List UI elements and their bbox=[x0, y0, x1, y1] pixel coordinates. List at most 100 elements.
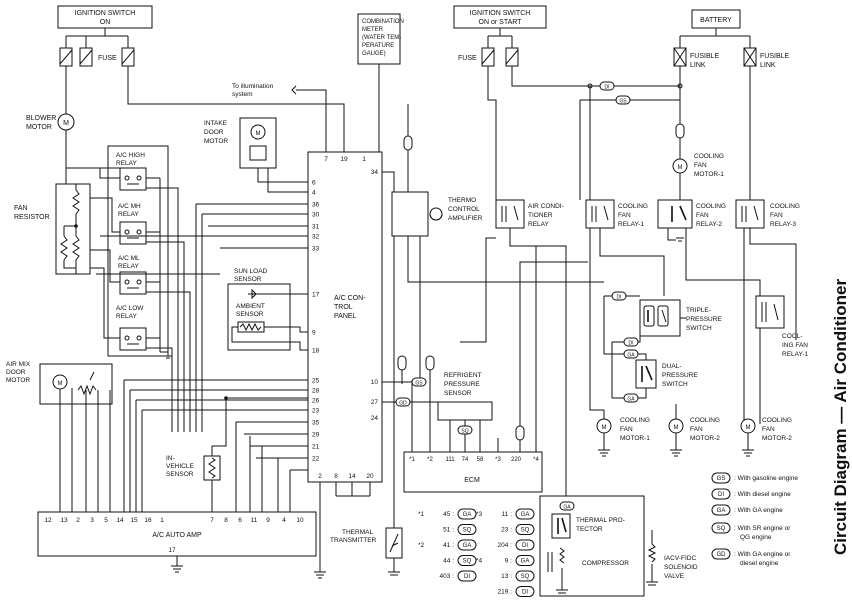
thermal-tx-label-2: TRANSMITTER bbox=[330, 537, 377, 544]
amp-pin-1: 1 bbox=[160, 517, 164, 524]
panel-pin-left-17: 17 bbox=[312, 292, 320, 299]
panel-pin-left-32: 32 bbox=[312, 234, 320, 241]
cfm2a-m: M bbox=[674, 425, 679, 431]
legend-code-box bbox=[711, 472, 731, 484]
panel-pin-left-29: 29 bbox=[312, 432, 320, 439]
dual-label-2: PRESSURE bbox=[662, 372, 698, 379]
amp-pin-6: 6 bbox=[238, 517, 242, 524]
footnote-tag: DI bbox=[522, 543, 528, 549]
airmix-m: M bbox=[58, 381, 63, 387]
cfr2-label-1: COOLING bbox=[696, 203, 726, 210]
cfm1-top-label-2: FAN bbox=[694, 162, 707, 169]
panel-pin-left-9: 9 bbox=[312, 330, 316, 337]
footnote-tag-box bbox=[515, 586, 535, 597]
ign-start-label-1: IGNITION SWITCH bbox=[470, 10, 531, 17]
legend-text: : With SR engine or bbox=[734, 525, 791, 532]
panel-pin-left-26: 26 bbox=[312, 398, 320, 405]
panel-label-2: TROL bbox=[334, 304, 353, 311]
footnote-tag-box bbox=[515, 539, 535, 551]
ac-low-label-2: RELAY bbox=[116, 313, 137, 320]
amp-pin-11: 11 bbox=[251, 517, 258, 524]
ac-low-relay bbox=[119, 327, 147, 351]
ac-control-panel bbox=[307, 151, 383, 483]
footnote-tag-box bbox=[457, 524, 477, 535]
tag-gs-ecm: GS bbox=[415, 381, 423, 387]
tag-ga-prot: GA bbox=[563, 505, 571, 511]
footnote-tag-box bbox=[515, 508, 535, 520]
cfr3-label-2: FAN bbox=[770, 212, 783, 219]
ambient-label-1: AMBIENT bbox=[236, 303, 265, 310]
footnote-tag: SQ bbox=[463, 559, 472, 565]
tag-gd-ecm: GD bbox=[399, 401, 407, 407]
fuse2-label: FUSE bbox=[458, 55, 477, 62]
ac-low-label-1: A/C LOW bbox=[116, 305, 144, 312]
cfm2b-label-2: FAN bbox=[762, 426, 775, 433]
panel-label-3: PANEL bbox=[334, 313, 357, 320]
fusible2-label-2: LINK bbox=[760, 62, 776, 69]
ac-mh-relay bbox=[119, 221, 147, 245]
footnote-pin: 51 : bbox=[443, 527, 454, 534]
ecm-pin-7: *4 bbox=[533, 457, 539, 463]
tag-gs-top: GS bbox=[619, 99, 627, 105]
cfm2a-label-2: FAN bbox=[690, 426, 703, 433]
battery-label: BATTERY bbox=[700, 17, 732, 24]
diagram-title: Circuit Diagram — Air Conditioner bbox=[831, 278, 850, 555]
invehicle-label-1: IN- bbox=[166, 455, 175, 462]
ambient-label-2: SENSOR bbox=[236, 311, 264, 318]
footnote-star: *4 bbox=[476, 558, 483, 565]
ign-on-label-1: IGNITION SWITCH bbox=[75, 10, 136, 17]
panel-pin-left-22: 22 bbox=[312, 456, 320, 463]
fan-resistor-label-2: RESISTOR bbox=[14, 214, 50, 221]
intake-label-3: MOTOR bbox=[204, 138, 228, 145]
legend-code-box bbox=[711, 548, 731, 560]
meter-label-3: (WATER TEM- bbox=[362, 35, 401, 41]
fusible1-label-2: LINK bbox=[690, 62, 706, 69]
amp-pin-7: 7 bbox=[210, 517, 214, 524]
footnote-tag-box bbox=[457, 570, 477, 582]
tag-di-triple: DI bbox=[617, 295, 622, 301]
amp-pin-17: 17 bbox=[168, 547, 176, 554]
footnote-pin: 45 : bbox=[443, 511, 454, 518]
invehicle-label-2: VEHICLE bbox=[166, 463, 194, 470]
cfm1-label-3: MOTOR-1 bbox=[620, 435, 650, 442]
ac-relay-label-1: AIR CONDI- bbox=[528, 203, 564, 210]
ac-relay-label-2: TIONER bbox=[528, 212, 553, 219]
ac-mh-label-2: RELAY bbox=[118, 211, 139, 218]
footnote-pin: 41 : bbox=[443, 542, 454, 549]
tag-sq-sensor: SQ bbox=[461, 429, 468, 435]
legend-code: SQ bbox=[717, 526, 726, 532]
legend-text: : With gasoline engine bbox=[734, 475, 798, 482]
illum-label-1: To illumination bbox=[232, 83, 274, 90]
ac-mh-label-1: A/C MH bbox=[118, 203, 141, 210]
footnote-tag-box bbox=[457, 555, 477, 566]
meter-label-2: METER bbox=[362, 27, 384, 33]
footnote-tag: GA bbox=[463, 512, 472, 518]
ecm-pin-2: 111 bbox=[445, 457, 455, 463]
panel-pin-left-33: 33 bbox=[312, 246, 320, 253]
airmix-label-1: AIR MIX bbox=[6, 361, 31, 368]
iacv-label-2: SOLENOID bbox=[664, 564, 698, 571]
cfr2-label-2: FAN bbox=[696, 212, 709, 219]
legend-code: GS bbox=[717, 476, 726, 482]
thermo-label-1: THERMO bbox=[448, 197, 476, 204]
footnote-tag: SQ bbox=[521, 528, 530, 534]
cfm2a-label-1: COOLING bbox=[690, 417, 720, 424]
footnote-pin: 11 : bbox=[502, 511, 513, 518]
panel-pin-left-31: 31 bbox=[312, 224, 320, 231]
panel-pin-right-27: 27 bbox=[371, 399, 379, 406]
cfr1-label-3: RELAY-1 bbox=[618, 221, 644, 228]
panel-pin-left-4: 4 bbox=[312, 190, 316, 197]
ac-ml-label-1: A/C ML bbox=[118, 255, 140, 262]
panel-pin-bottom-2: 2 bbox=[318, 473, 322, 480]
blower-label-2: MOTOR bbox=[26, 124, 52, 131]
cfm1-top-label-1: COOLING bbox=[694, 153, 724, 160]
iacv-label-1: IACV-FIDC bbox=[664, 555, 696, 562]
footnote-pin: 23 : bbox=[501, 527, 512, 534]
footnote-pin: 219 : bbox=[498, 589, 513, 596]
panel-pin-right-10: 10 bbox=[371, 379, 379, 386]
intake-label-2: DOOR bbox=[204, 129, 224, 136]
amp-pin-16: 16 bbox=[144, 517, 152, 524]
